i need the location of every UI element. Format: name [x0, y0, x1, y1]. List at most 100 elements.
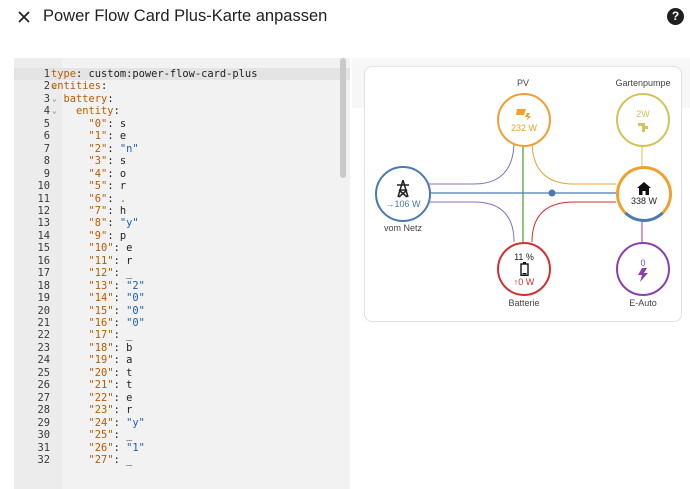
code-line[interactable]: 27 "22": e — [14, 392, 350, 404]
garden-pump-node[interactable]: 2W — [616, 93, 670, 147]
code-text: "25": _ — [88, 429, 133, 442]
code-line[interactable]: 20 "15": "0" — [14, 305, 350, 317]
code-text: "0": s — [88, 117, 127, 130]
code-line[interactable]: 21 "16": "0" — [14, 317, 350, 329]
code-line[interactable]: 28 "23": r — [14, 404, 350, 416]
line-number: 14 — [37, 229, 50, 242]
line-number: 7 — [43, 142, 50, 155]
solar-panel-icon — [516, 108, 531, 121]
line-number: 16 — [37, 254, 50, 267]
battery-node[interactable]: 11 % ↑0 W — [497, 242, 551, 296]
code-line[interactable]: 29 "24": "y" — [14, 417, 350, 429]
fold-chevron-icon[interactable]: ⌄ — [52, 106, 57, 116]
code-line[interactable]: 26 "21": t — [14, 379, 350, 391]
fold-chevron-icon[interactable]: ⌄ — [52, 93, 57, 103]
code-line[interactable]: 15 "10": e — [14, 242, 350, 254]
line-number: 18 — [37, 279, 50, 292]
code-text: "14": "0" — [88, 292, 145, 305]
code-text: battery: — [63, 92, 114, 105]
code-text: type: custom:power-flow-card-plus — [51, 68, 258, 80]
code-line[interactable]: 8 "3": s — [14, 155, 350, 167]
code-line[interactable]: 24 "19": a — [14, 354, 350, 366]
flow-pv-home — [531, 140, 616, 185]
home-node[interactable]: 338 W — [616, 166, 672, 222]
code-line[interactable]: 9 "4": o — [14, 168, 350, 180]
garden-pump-label: Gartenpumpe — [615, 78, 671, 88]
code-line[interactable]: 18 "13": "2" — [14, 280, 350, 292]
dialog-header: Power Flow Card Plus-Karte anpassen ? — [0, 0, 690, 36]
line-number: 3 — [43, 92, 50, 105]
code-line[interactable]: 19 "14": "0" — [14, 292, 350, 304]
line-number: 8 — [43, 155, 50, 168]
flow-dot — [548, 189, 556, 197]
close-icon — [18, 11, 30, 23]
line-number: 27 — [37, 391, 50, 404]
code-text: "5": r — [88, 180, 127, 193]
code-text: "8": "y" — [88, 217, 139, 230]
line-number: 31 — [37, 441, 50, 454]
code-line[interactable]: 16 "11": r — [14, 255, 350, 267]
line-number: 17 — [37, 267, 50, 280]
line-number: 23 — [37, 341, 50, 354]
line-number: 22 — [37, 329, 50, 342]
line-number: 30 — [37, 429, 50, 442]
code-line[interactable]: 11 "6": . — [14, 193, 350, 205]
code-text: "12": _ — [88, 267, 133, 280]
code-text: "2": "n" — [88, 142, 139, 155]
ev-value: 0 — [640, 257, 646, 268]
code-line[interactable]: 7 "2": "n" — [14, 143, 350, 155]
code-line[interactable]: 5 "0": s — [14, 118, 350, 130]
line-number: 13 — [37, 217, 50, 230]
code-line[interactable]: 3⌄ battery: — [14, 93, 350, 105]
code-text: "18": b — [88, 341, 133, 354]
code-line[interactable]: 13 "8": "y" — [14, 217, 350, 229]
code-line[interactable]: 12 "7": h — [14, 205, 350, 217]
grid-node[interactable]: →106 W — [375, 166, 431, 222]
close-button[interactable] — [13, 6, 35, 28]
code-text: entities: — [51, 80, 108, 93]
code-line[interactable]: 31 "26": "1" — [14, 442, 350, 454]
garden-pump-value: 2W — [636, 108, 650, 119]
battery-icon — [519, 261, 529, 276]
code-text: "27": _ — [88, 453, 133, 466]
code-text: "3": s — [88, 155, 127, 168]
code-line[interactable]: 6 "1": e — [14, 130, 350, 142]
fold-chevron-icon[interactable]: ⌄ — [52, 81, 57, 91]
line-number: 15 — [37, 242, 50, 255]
code-line[interactable]: 17 "12": _ — [14, 267, 350, 279]
code-text: "1": e — [88, 130, 127, 143]
code-line[interactable]: 10 "5": r — [14, 180, 350, 192]
code-line[interactable]: 32 "27": _ — [14, 454, 350, 466]
line-number: 26 — [37, 379, 50, 392]
ev-node[interactable]: 0 — [616, 242, 670, 296]
pv-node[interactable]: 232 W — [497, 93, 551, 147]
code-line[interactable]: 30 "25": _ — [14, 429, 350, 441]
code-text: "7": h — [88, 204, 127, 217]
code-text: "10": e — [88, 242, 133, 255]
code-text: entity: — [76, 105, 120, 118]
pv-label: PV — [516, 78, 529, 88]
line-number: 28 — [37, 404, 50, 417]
line-number: 5 — [43, 117, 50, 130]
help-button[interactable]: ? — [667, 8, 684, 25]
code-line[interactable]: 14 "9": p — [14, 230, 350, 242]
code-line[interactable]: 22 "17": _ — [14, 329, 350, 341]
line-number: 10 — [37, 180, 50, 193]
ev-label: E-Auto — [629, 298, 657, 308]
code-text: "22": e — [88, 391, 133, 404]
flow-grid-battery — [428, 201, 515, 243]
editor-scrollbar[interactable] — [340, 58, 346, 178]
line-number: 25 — [37, 366, 50, 379]
home-icon — [637, 182, 651, 195]
code-line[interactable]: 4⌄ entity: — [14, 105, 350, 117]
line-number: 1 — [43, 68, 50, 80]
battery-value: ↑0 W — [513, 276, 535, 287]
line-number: 2 — [43, 80, 50, 93]
code-line[interactable]: 25 "20": t — [14, 367, 350, 379]
grid-value: →106 W — [385, 198, 421, 209]
code-line[interactable]: 23 "18": b — [14, 342, 350, 354]
code-text: "17": _ — [88, 329, 133, 342]
code-line[interactable]: 2⌄entities: — [14, 80, 350, 92]
